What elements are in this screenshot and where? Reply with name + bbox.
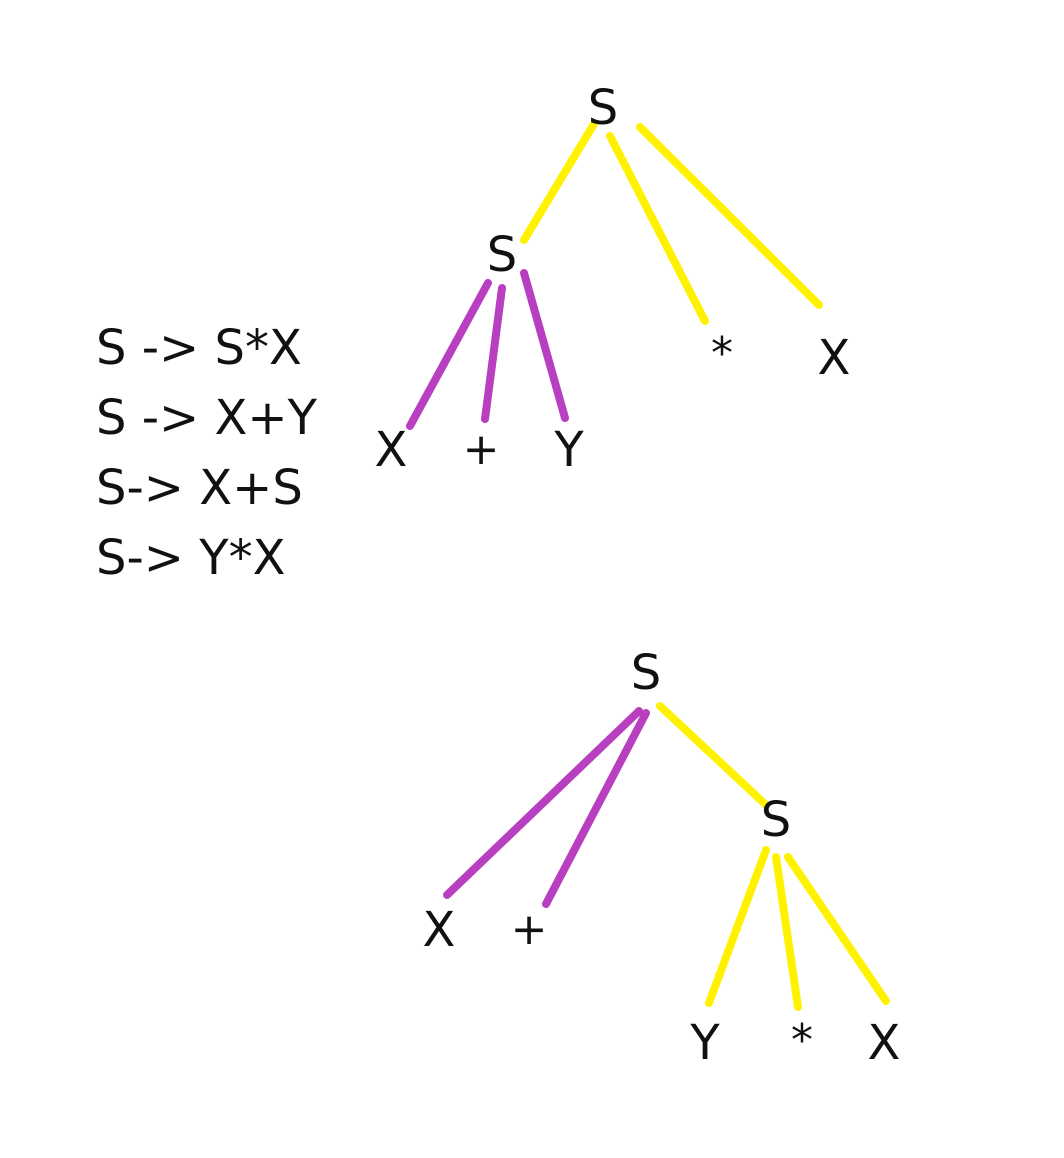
- grammar-rule-3: S-> X+S: [96, 460, 303, 516]
- tree2-leaf-star-symbol: *: [791, 1015, 813, 1066]
- tree2-leaf-x-symbol: X: [423, 902, 456, 958]
- tree1-leaf-y-symbol: Y: [553, 422, 584, 478]
- tree1-leaf-x-symbol: X: [375, 422, 408, 478]
- tree1-leaf-plus-symbol: +: [463, 424, 500, 475]
- tree2-leaf-x2-symbol: X: [868, 1015, 901, 1071]
- tree1-edge-s-to-y: [520, 269, 569, 422]
- tree1-root-symbol: S: [588, 80, 618, 136]
- tree1-child-s-symbol: S: [487, 227, 517, 283]
- tree2-edge-root-to-s: [656, 702, 770, 809]
- parse-tree-2: S X + S Y * X: [423, 645, 901, 1071]
- tree2-edge-root-to-x: [443, 707, 643, 899]
- grammar-rule-2: S -> X+Y: [96, 390, 317, 446]
- tree2-edge-s-to-y: [705, 846, 770, 1007]
- tree1-edge-root-to-star: [606, 132, 709, 325]
- tree2-edge-s-to-star: [772, 853, 802, 1011]
- tree1-edge-s-to-x: [406, 279, 492, 430]
- tree1-edge-s-to-plus: [481, 284, 506, 423]
- tree1-edge-root-to-s: [520, 120, 598, 244]
- tree1-star-symbol: *: [711, 328, 733, 379]
- tree2-edge-root-to-plus: [542, 709, 650, 908]
- tree2-root-symbol: S: [631, 645, 661, 701]
- tree2-edge-s-to-x: [784, 853, 890, 1005]
- tree1-edge-root-to-x: [636, 123, 823, 309]
- parse-tree-1: S S * X X + Y: [375, 80, 851, 478]
- grammar-rule-1: S -> S*X: [96, 320, 302, 376]
- tree2-child-s-symbol: S: [761, 792, 791, 848]
- tree1-x-right-symbol: X: [818, 330, 851, 386]
- tree2-leaf-plus-symbol: +: [511, 904, 548, 955]
- tree2-leaf-y-symbol: Y: [689, 1015, 720, 1071]
- grammar-rule-4: S-> Y*X: [96, 530, 286, 586]
